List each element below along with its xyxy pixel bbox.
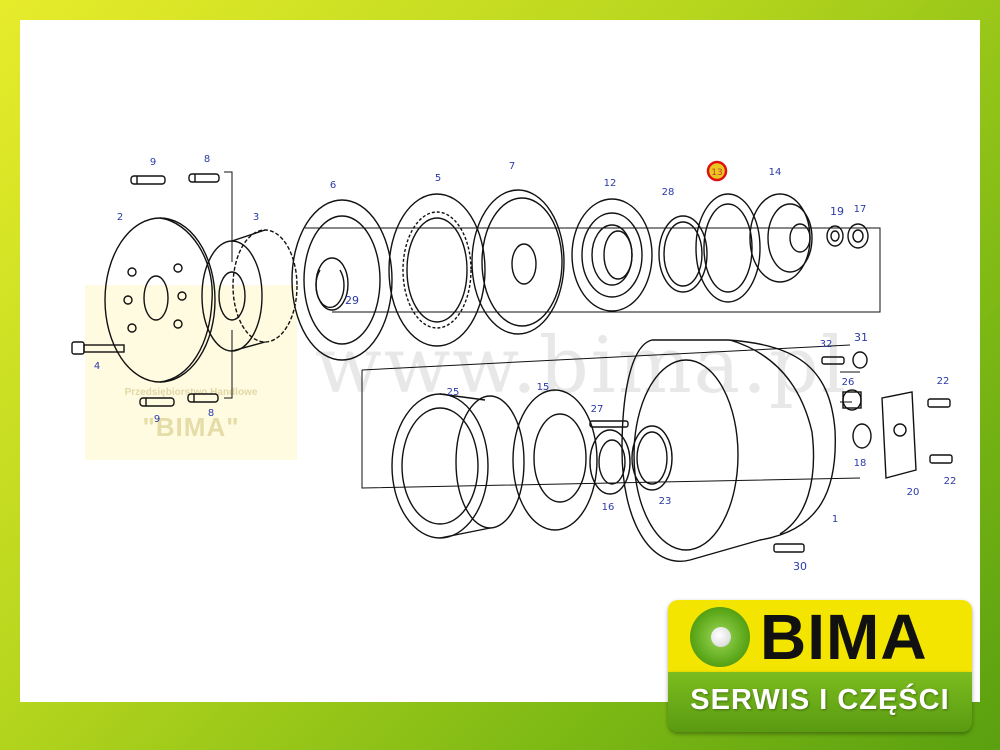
washer-19 bbox=[826, 225, 844, 247]
clutch-disc-6 bbox=[291, 199, 393, 361]
label-6: 6 bbox=[330, 180, 336, 191]
drum-25 bbox=[391, 393, 525, 539]
bolt-4 bbox=[71, 341, 125, 355]
pin-27 bbox=[589, 420, 629, 428]
bolt-30 bbox=[773, 543, 805, 553]
label-15: 15 bbox=[537, 382, 550, 393]
label-9-top: 9 bbox=[150, 157, 156, 168]
housing-1 bbox=[621, 339, 837, 562]
label-4: 4 bbox=[94, 361, 100, 372]
label-12: 12 bbox=[604, 178, 617, 189]
label-14: 14 bbox=[769, 167, 782, 178]
label-16: 16 bbox=[602, 502, 615, 513]
nut-17 bbox=[847, 223, 869, 249]
label-13: 13 bbox=[711, 168, 722, 178]
label-1: 1 bbox=[832, 514, 838, 525]
label-32: 32 bbox=[820, 339, 833, 350]
label-26: 26 bbox=[842, 377, 855, 388]
logo-brand-text: BIMA bbox=[760, 601, 928, 673]
label-30: 30 bbox=[793, 560, 807, 573]
label-9-bottom: 9 bbox=[154, 414, 160, 425]
stamp-line-2: "BIMA" bbox=[142, 412, 240, 442]
dealer-stamp-watermark: Przedsiębiorstwo Handlowe "BIMA" bbox=[85, 285, 297, 460]
bolt-22-bottom bbox=[929, 454, 953, 464]
screw-32 bbox=[821, 356, 845, 365]
label-19: 19 bbox=[830, 205, 844, 218]
plate-15 bbox=[512, 389, 598, 531]
label-8-bottom: 8 bbox=[208, 408, 214, 419]
pressure-plate-7 bbox=[471, 189, 565, 335]
label-20: 20 bbox=[907, 487, 920, 498]
circlip-28 bbox=[658, 215, 708, 293]
label-28: 28 bbox=[662, 187, 675, 198]
label-25: 25 bbox=[447, 387, 460, 398]
pin-9-top bbox=[130, 175, 166, 185]
pin-9-bottom bbox=[139, 397, 175, 407]
oring-23 bbox=[631, 425, 673, 491]
logo-ball-highlight bbox=[711, 627, 731, 647]
logo-ball-icon bbox=[690, 607, 750, 667]
label-7: 7 bbox=[509, 161, 515, 172]
stamp-line-1: Przedsiębiorstwo Handlowe bbox=[124, 387, 258, 398]
pin-8-bottom bbox=[187, 393, 219, 403]
label-22-bottom: 22 bbox=[944, 476, 957, 487]
label-18: 18 bbox=[854, 458, 867, 469]
url-watermark: www.bima.pl bbox=[315, 321, 848, 411]
part-labels: 9 8 2 3 4 9 8 6 29 5 7 12 28 13 14 19 17… bbox=[94, 154, 957, 573]
label-2: 2 bbox=[117, 212, 123, 223]
friction-disc-5 bbox=[388, 193, 486, 347]
plate-20 bbox=[881, 391, 917, 479]
hub-14 bbox=[749, 193, 813, 283]
label-23: 23 bbox=[659, 496, 672, 507]
label-8-top: 8 bbox=[204, 154, 210, 165]
bearing-12 bbox=[571, 198, 653, 312]
logo-tagline: SERWIS I CZĘŚCI bbox=[690, 684, 950, 716]
pin-8-top bbox=[188, 173, 220, 183]
part-drawings bbox=[71, 171, 953, 562]
label-29: 29 bbox=[345, 294, 359, 307]
ring-13 bbox=[695, 193, 761, 303]
logo-top-panel: BIMA bbox=[668, 600, 972, 672]
bolt-22-top bbox=[927, 398, 951, 408]
label-5: 5 bbox=[435, 173, 441, 184]
flange-disc-2 bbox=[104, 217, 216, 383]
label-22-top: 22 bbox=[937, 376, 950, 387]
nut-31 bbox=[852, 351, 868, 369]
label-3: 3 bbox=[253, 212, 259, 223]
logo-bottom-panel: SERWIS I CZĘŚCI bbox=[668, 672, 972, 732]
label-27: 27 bbox=[591, 404, 604, 415]
highlight-marker bbox=[706, 160, 728, 182]
bushing-26 bbox=[842, 389, 862, 411]
seal-16 bbox=[589, 429, 631, 495]
plug-18 bbox=[852, 423, 872, 449]
gear-hub-3 bbox=[201, 229, 298, 352]
bima-logo: BIMA SERWIS I CZĘŚCI bbox=[665, 597, 975, 737]
label-17: 17 bbox=[854, 204, 867, 215]
label-31: 31 bbox=[854, 331, 868, 344]
